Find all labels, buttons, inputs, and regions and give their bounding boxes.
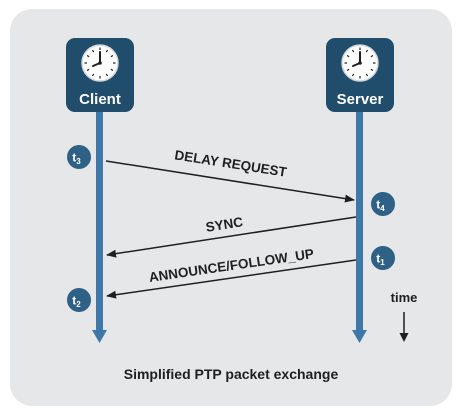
client-label: Client	[79, 91, 121, 108]
message-delay-request: DELAY REQUEST	[105, 147, 355, 203]
arrow-down-icon	[399, 333, 409, 342]
timestamp-badge-t2: t2	[67, 288, 91, 312]
time-label: time	[391, 290, 418, 305]
announce-follow-up-label: ANNOUNCE/FOLLOW_UP	[148, 246, 315, 285]
svg-text:t2: t2	[72, 294, 81, 310]
t3-base: t	[72, 151, 76, 165]
svg-text:t3: t3	[72, 151, 81, 167]
server-node: Server	[326, 38, 394, 112]
t1-sub: 1	[380, 258, 385, 267]
t4-base: t	[376, 198, 380, 212]
svg-text:t4: t4	[376, 198, 385, 214]
sync-label: SYNC	[205, 214, 245, 235]
t2-sub: 2	[76, 300, 81, 309]
timestamp-badge-t4: t4	[371, 192, 395, 216]
diagram-caption: Simplified PTP packet exchange	[123, 366, 339, 382]
server-lifeline	[352, 104, 367, 343]
message-announce-follow-up: ANNOUNCE/FOLLOW_UP	[106, 246, 357, 299]
sync-arrow	[106, 216, 357, 258]
t3-sub: 3	[76, 157, 81, 166]
timestamp-badge-t1: t1	[371, 246, 395, 270]
t2-base: t	[72, 294, 76, 308]
clock-icon	[81, 44, 119, 82]
announce-follow-up-arrow	[106, 259, 357, 299]
time-indicator: time	[391, 290, 418, 342]
client-lifeline	[92, 104, 107, 343]
timestamp-badge-t3: t3	[67, 145, 91, 169]
server-label: Server	[337, 91, 384, 108]
t4-sub: 4	[380, 204, 385, 213]
message-sync: SYNC	[106, 214, 357, 258]
delay-request-arrow	[105, 160, 355, 203]
svg-text:t1: t1	[376, 252, 385, 268]
clock-icon	[341, 44, 379, 82]
client-node: Client	[66, 38, 134, 112]
t1-base: t	[376, 252, 380, 266]
